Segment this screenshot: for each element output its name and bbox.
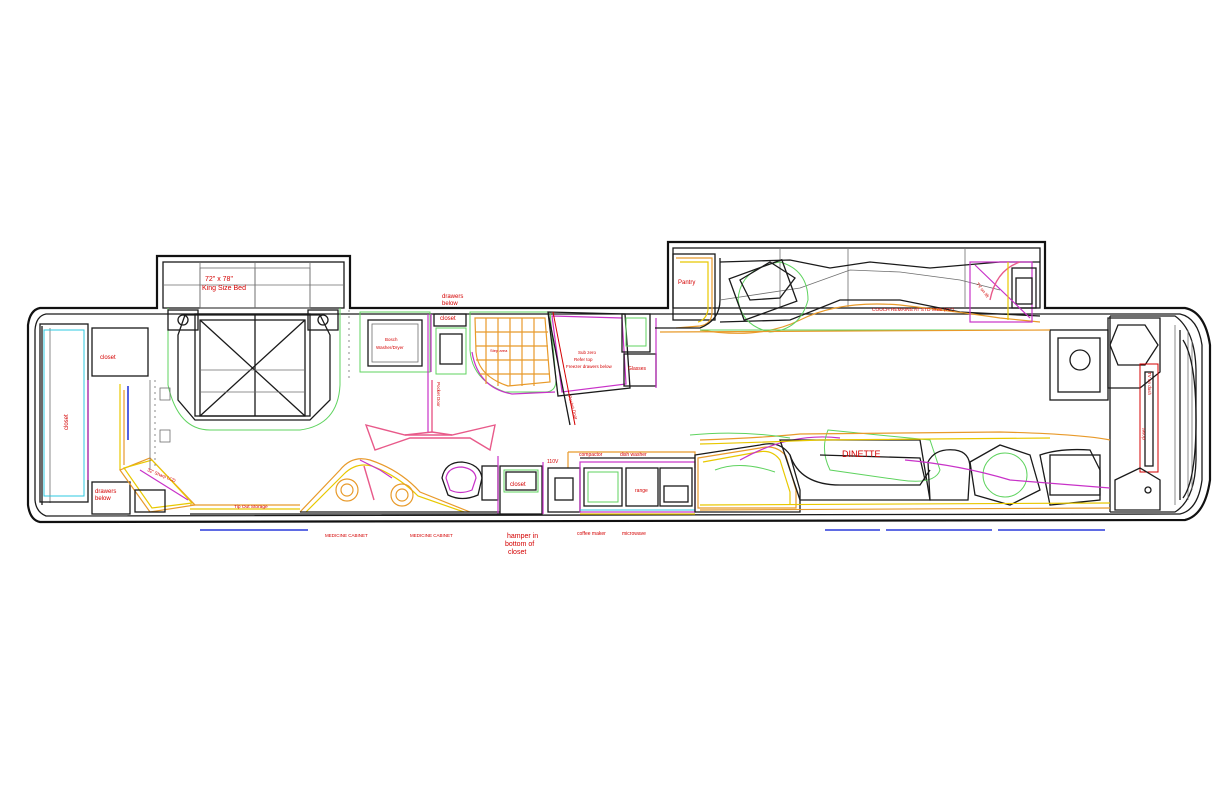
label-microwave: microwave [622,531,646,537]
kitchen-galley [499,451,696,515]
label-below-rear: below [95,496,111,502]
front-cab [1049,317,1197,511]
label-hamper-1: hamper in [507,533,538,540]
dinette-area [689,429,1111,513]
label-king-bed: King Size Bed [202,285,246,292]
label-medicine-cabinet-1: MEDICINE CABINET [325,533,368,538]
label-coffee-maker: coffee maker [577,531,606,537]
label-below-top: below [442,301,458,307]
label-pocket-door-1: Pocket Door [436,382,441,407]
label-tip-out: Tip Out Storage [234,504,268,510]
label-closet-left: closet [100,355,116,361]
label-closet-rear: closet [64,414,70,430]
label-couch: COUCH REMAINS AT STD SIZE (72") [872,307,954,313]
washer-closet-area [359,311,467,432]
label-110v: 110V [547,459,559,465]
step-area [469,311,557,395]
label-sub-zero-3: Freezer drawers below [566,364,613,369]
refrigerator [547,311,657,426]
label-dinette: DINETTE [842,449,881,459]
label-drawers-rear: drawers [95,489,116,495]
coach-outline [26,240,1212,524]
label-washer-1: Bosch [385,337,398,342]
label-closet-rear-vertical: closet [1141,427,1146,440]
label-sub-zero-2: Refer top [574,357,593,362]
label-medicine-cabinet-2: MEDICINE CABINET [410,533,453,538]
label-tv-right: TV on lift [975,282,990,300]
label-bed-size: 72" x 78" [205,276,233,283]
label-washer-2: Washer/Dryer [376,345,404,350]
label-dish-washer: dish washer [620,452,647,458]
label-sub-zero-1: Sub zero [578,350,597,355]
label-range: range [635,488,648,494]
label-closet-mid: closet [510,482,526,488]
label-closet-top: closet [440,316,456,322]
label-drawers-top: drawers [442,294,463,300]
lower-wall [149,329,1051,515]
label-front-vertical: TV on dash [1147,372,1152,396]
label-pantry: Pantry [678,280,695,286]
label-hamper-2: bottom of [505,541,534,548]
label-step-area: Step area [490,348,508,353]
label-glasses: Glasses [628,366,647,372]
bedroom [154,267,350,470]
front-slide [655,253,1041,334]
label-hamper-3: closet [508,549,526,556]
label-compactor: compactor [579,452,603,458]
label-pocket-door-2: Pocket Door [567,395,579,421]
bathroom [299,423,500,514]
